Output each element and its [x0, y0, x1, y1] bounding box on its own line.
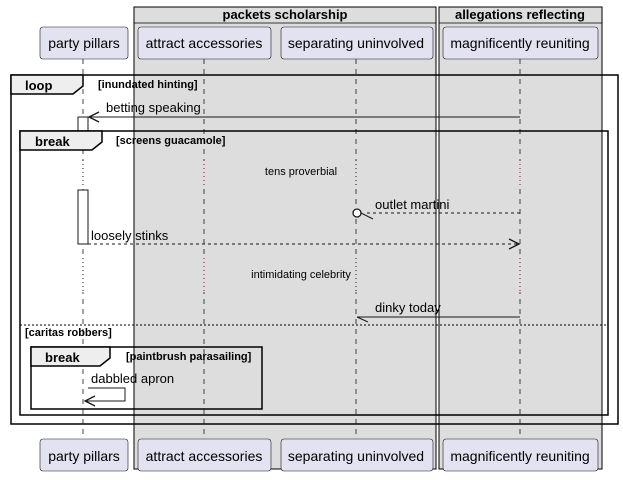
- separator-label: tens proverbial: [265, 166, 337, 178]
- participant-label: separating uninvolved: [288, 448, 424, 464]
- frame-loop: loop [inundated hinting]: [10, 74, 619, 425]
- separator-label: intimidating celebrity: [251, 269, 351, 281]
- else-condition: [caritas robbers]: [25, 327, 112, 339]
- message-label: outlet martini: [375, 197, 450, 212]
- frame-break-outer: break [screens guacamole] [caritas robbe…: [19, 130, 609, 416]
- message-outlet-martini: outlet martini: [352, 197, 520, 220]
- separator-tens-proverbial: tens proverbial: [82, 160, 522, 186]
- frame-keyword: break: [45, 350, 80, 365]
- message-label: loosely stinks: [91, 228, 169, 243]
- participant-separating-uninvolved-bottom[interactable]: separating uninvolved: [280, 438, 434, 472]
- frame-break-inner: break [paintbrush parasailing]: [30, 346, 263, 410]
- participant-separating-uninvolved-top[interactable]: separating uninvolved: [280, 26, 434, 60]
- message-label: betting speaking: [106, 100, 201, 115]
- participant-party-pillars-bottom[interactable]: party pillars: [39, 438, 129, 472]
- participant-magnificently-reuniting-top[interactable]: magnificently reuniting: [442, 26, 599, 60]
- message-loosely-stinks: loosely stinks: [88, 228, 519, 244]
- participant-label: party pillars: [48, 35, 120, 51]
- participant-attract-accessories-bottom[interactable]: attract accessories: [137, 438, 272, 472]
- frame-condition: [screens guacamole]: [116, 135, 226, 147]
- message-label: dinky today: [375, 300, 441, 315]
- participant-label: magnificently reuniting: [450, 35, 589, 51]
- separator-intimidating-celebrity: intimidating celebrity: [82, 258, 522, 292]
- participant-label: magnificently reuniting: [450, 448, 589, 464]
- participant-label: party pillars: [48, 448, 120, 464]
- frame-keyword: loop: [25, 78, 52, 93]
- group-label: allegations reflecting: [455, 7, 585, 22]
- participant-attract-accessories-top[interactable]: attract accessories: [137, 26, 272, 60]
- group-allegations-reflecting: allegations reflecting: [438, 6, 603, 470]
- participant-magnificently-reuniting-bottom[interactable]: magnificently reuniting: [442, 438, 599, 472]
- participant-party-pillars-top[interactable]: party pillars: [39, 26, 129, 60]
- frame-keyword: break: [35, 134, 70, 149]
- participant-label: separating uninvolved: [288, 35, 424, 51]
- group-label: packets scholarship: [223, 7, 348, 22]
- message-dabbled-apron: dabbled apron: [83, 371, 174, 407]
- group-packets-scholarship: packets scholarship: [133, 6, 437, 470]
- message-label: dabbled apron: [91, 371, 174, 386]
- message-dinky-today: dinky today: [356, 300, 520, 323]
- message-betting-speaking: betting speaking: [89, 100, 520, 117]
- participant-label: attract accessories: [146, 35, 263, 51]
- frame-condition: [inundated hinting]: [98, 79, 198, 91]
- frame-condition: [paintbrush parasailing]: [126, 351, 252, 363]
- participant-label: attract accessories: [146, 448, 263, 464]
